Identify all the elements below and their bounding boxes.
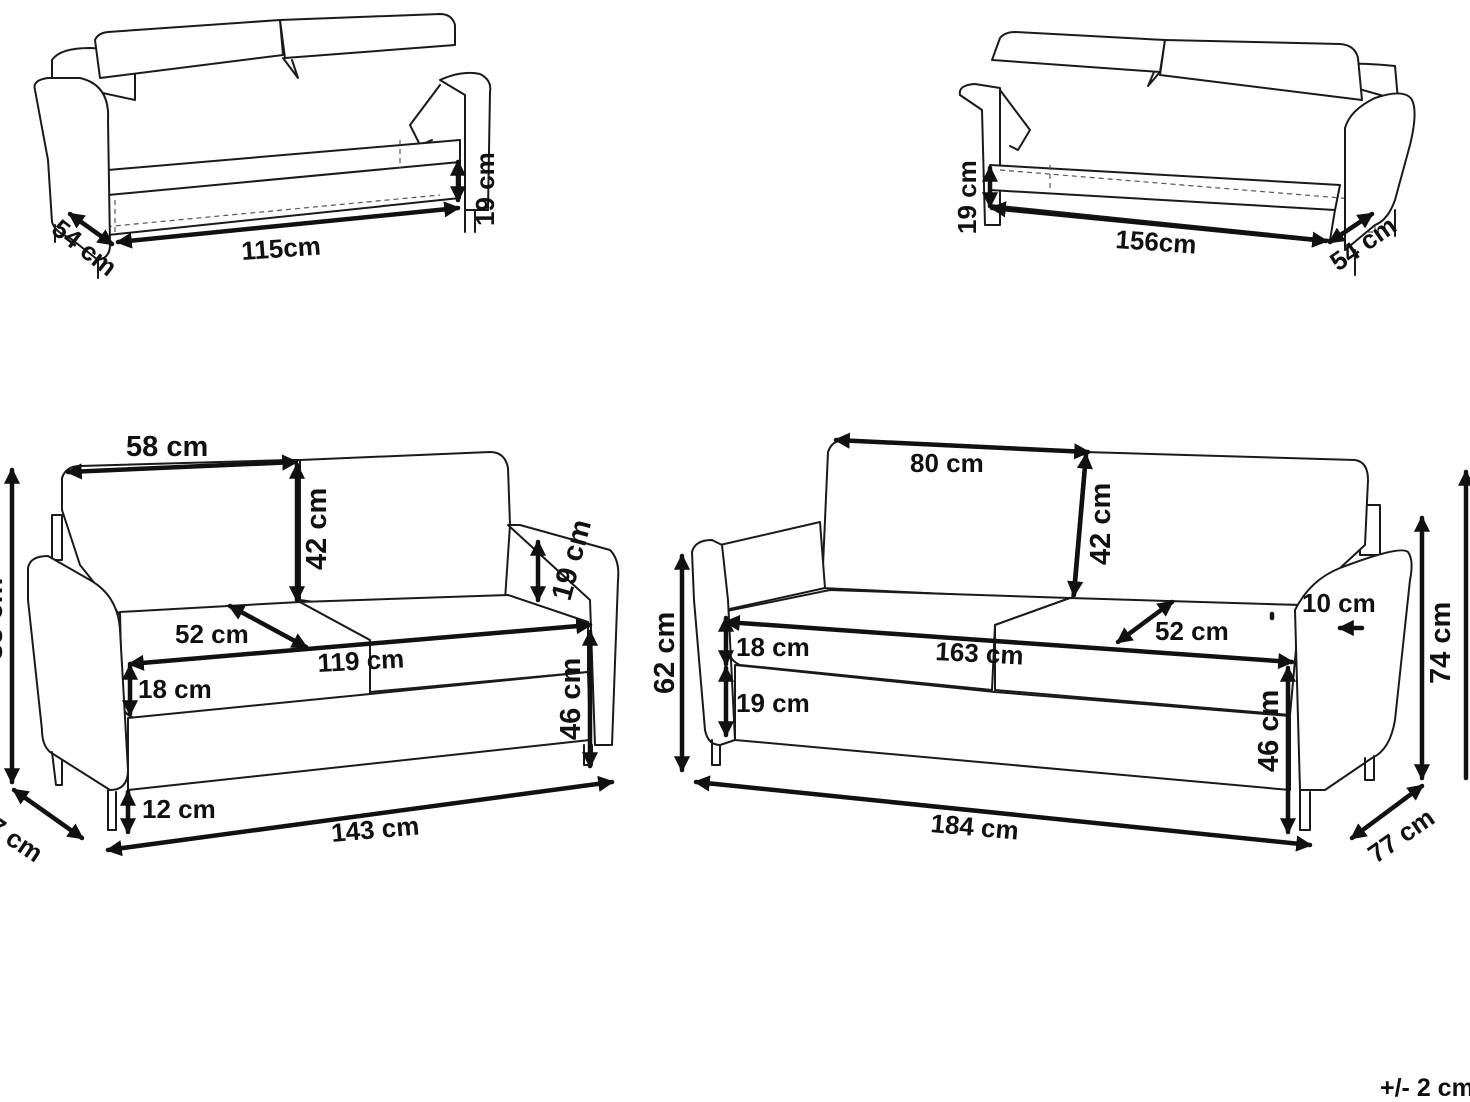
tolerance-note: +/- 2 cm [1380, 1074, 1470, 1102]
loveseat-back-width-label: 58 cm [126, 431, 208, 463]
storage-left-depth-arrow [67, 211, 115, 247]
sofa-seat-depth-label: 52 cm [1155, 616, 1229, 646]
sofa-depth-label: 77 cm [1362, 802, 1440, 869]
loveseat-seat-height-label: 46 cm [555, 658, 587, 740]
sofa-back-height-arrow [1067, 452, 1093, 598]
sofa-seat-width-arrow [723, 614, 1295, 670]
sofa-back-height-label: 42 cm [1085, 483, 1117, 565]
sofa-base-height-label: 19 cm [736, 688, 810, 718]
sofa-seat-height-label: 46 cm [1253, 690, 1285, 772]
storage-left-width-arrow [115, 201, 461, 249]
sofa-total-width-label: 184 cm [929, 808, 1019, 846]
sofa-cushion-height-label: 18 cm [736, 632, 810, 662]
storage-right-depth-arrow [1327, 211, 1375, 245]
loveseat-back-height-label: 42 cm [301, 488, 333, 570]
sofa-back-total-height-label: 74 cm [1425, 602, 1457, 684]
loveseat-cushion-height-label: 18 cm [138, 674, 212, 704]
storage-right-height-label: 19 cm [952, 160, 982, 234]
sofa-seat-width-label: 163 cm [935, 636, 1025, 671]
loveseat-seat-depth-label: 52 cm [175, 619, 249, 649]
sofa-back-width-arrow [833, 432, 1091, 460]
loveseat-height-label: 85 cm [0, 578, 9, 660]
sofa-total-width-arrow [693, 775, 1313, 852]
sofa-back-width-label: 80 cm [910, 448, 984, 478]
storage-right-width-arrow [989, 201, 1329, 248]
storage-left-height-label: 19 cm [470, 152, 500, 226]
loveseat-leg-height-label: 12 cm [142, 794, 216, 824]
loveseat-total-width-label: 143 cm [330, 810, 420, 848]
loveseat-seat-width-label: 119 cm [317, 643, 405, 677]
sofa-arm-width-label: 10 cm [1302, 588, 1376, 618]
loveseat-seat-width-arrow [127, 618, 593, 671]
storage-left-width-label: 115cm [240, 231, 321, 266]
loveseat-total-width-arrow [105, 775, 615, 857]
loveseat-depth-label: 77 cm [0, 802, 49, 868]
loveseat-depth-arrow [11, 787, 85, 841]
sofa-depth-arrow [1349, 783, 1425, 841]
sofa-seat-depth-arrow [1115, 599, 1175, 645]
loveseat-back-width-arrow [65, 454, 299, 480]
sofa-arm-height-label: 62 cm [649, 612, 681, 694]
storage-right-width-label: 156cm [1115, 224, 1198, 260]
